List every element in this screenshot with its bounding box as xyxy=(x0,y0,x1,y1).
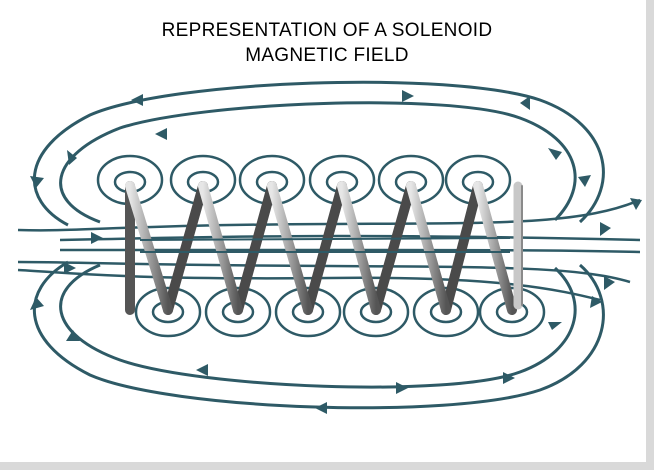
field-line-outer-bottom-2 xyxy=(59,263,577,389)
diagram-title: REPRESENTATION OF A SOLENOID MAGNETIC FI… xyxy=(0,18,654,68)
bottom-loop-1 xyxy=(134,286,202,338)
arrow-icon xyxy=(548,322,562,330)
bottom-loop-6 xyxy=(478,286,546,338)
bottom-loop-5 xyxy=(412,286,480,338)
arrow-icon xyxy=(590,296,602,308)
arrow-icon xyxy=(64,262,76,274)
front-field-lines xyxy=(139,237,511,253)
bottom-loop-3 xyxy=(274,286,342,338)
outer-field-lines xyxy=(32,80,605,410)
coil-strand-front-4 xyxy=(337,181,381,315)
field-arrows xyxy=(30,90,642,414)
arrow-icon xyxy=(66,330,80,341)
arrow-icon xyxy=(578,175,591,187)
bottom-loops xyxy=(134,286,546,338)
arrow-icon xyxy=(396,382,408,394)
arrow-icon xyxy=(315,402,327,414)
arrow-icon xyxy=(604,276,615,290)
coil-strand-back-3 xyxy=(303,181,347,315)
arrow-icon xyxy=(503,372,515,384)
arrow-icon xyxy=(600,222,611,236)
coil-strand-front-2 xyxy=(198,181,243,315)
arrow-icon xyxy=(630,198,642,210)
arrow-icon xyxy=(520,96,530,110)
coil-strand-front-3 xyxy=(267,181,313,315)
field-line-outer-top-1 xyxy=(32,80,605,227)
coil-strand-back-1 xyxy=(163,181,208,315)
arrow-icon xyxy=(30,297,44,310)
coil-strand-back-4 xyxy=(371,181,416,315)
arrow-icon xyxy=(155,128,167,140)
coil-strand-back-5 xyxy=(441,181,483,315)
front-axial-line-1 xyxy=(139,237,511,241)
axial-line-4 xyxy=(17,260,631,284)
coil-strand-front-1 xyxy=(125,181,173,315)
title-line-1: REPRESENTATION OF A SOLENOID xyxy=(161,20,493,41)
top-loops xyxy=(96,154,512,206)
solenoid-coil-front xyxy=(125,181,523,315)
arrow-icon xyxy=(30,176,44,188)
arrow-icon xyxy=(548,148,562,160)
bottom-loop-4 xyxy=(342,286,410,338)
coil-strand-front-6 xyxy=(473,181,517,315)
solenoid-coil-back xyxy=(163,181,483,315)
coil-strand-front-5 xyxy=(406,181,451,315)
arrow-icon xyxy=(131,94,143,106)
arrow-icon xyxy=(402,90,414,102)
arrow-icon xyxy=(196,364,208,376)
field-line-outer-top-2 xyxy=(59,101,577,224)
bottom-loop-2 xyxy=(204,286,272,338)
arrow-icon xyxy=(67,150,77,165)
field-line-outer-bottom-1 xyxy=(32,260,605,410)
coil-strand-back-2 xyxy=(233,181,277,315)
arrow-icon xyxy=(91,232,103,244)
title-line-2: MAGNETIC FIELD xyxy=(245,45,409,66)
